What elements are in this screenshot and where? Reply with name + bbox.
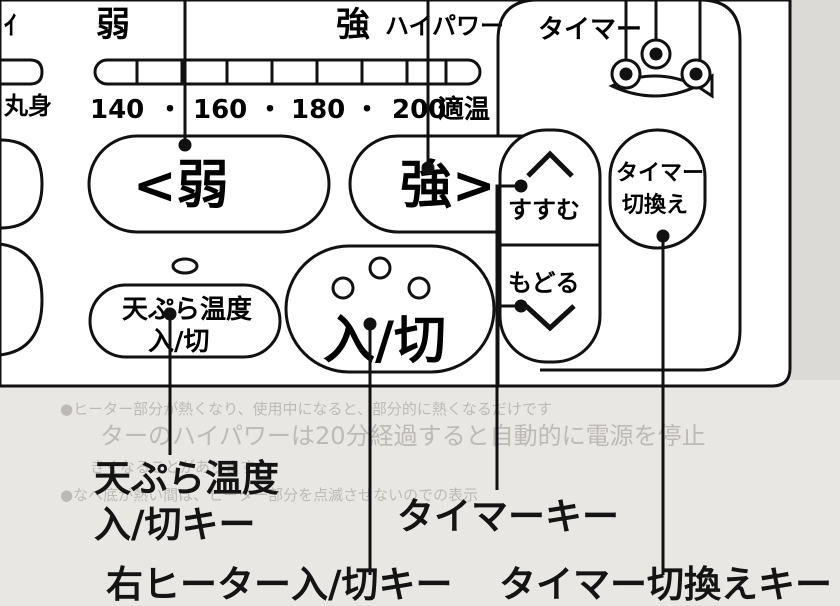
right-heater-key-callout: 右ヒーター入/切キー: [106, 563, 453, 606]
heat-level-indicator: [93, 58, 482, 86]
timer-switch-line2: 切換え: [622, 192, 688, 218]
partial-left-button-2: [0, 242, 44, 357]
timer-switch-button[interactable]: [608, 128, 707, 250]
timer-key-callout: タイマーキー: [397, 495, 619, 538]
weak-button-label: <弱: [133, 156, 229, 216]
strong-button-label: 強>: [400, 156, 496, 216]
timer-switch-key-callout: タイマー切換えキー: [499, 563, 832, 606]
strong-label: 強: [336, 5, 370, 45]
temp-separator: ・: [157, 95, 183, 125]
tempura-button-line2: 入/切: [148, 327, 210, 357]
page-edge: [790, 0, 840, 380]
forward-button-label: すすむ: [508, 196, 580, 224]
chevron-up-icon: [526, 150, 574, 178]
heater-lamps-icon: [331, 256, 431, 300]
temp-separator: ・: [257, 95, 283, 125]
partial-left-label2: 丸身: [3, 92, 52, 120]
background-text-line3: きくなることがあります。: [90, 458, 269, 476]
temp-160: 160: [193, 95, 247, 125]
background-text-line1: ターのハイパワーは20分経過すると自動的に電源を停止: [100, 422, 706, 450]
partial-left-button: [0, 138, 44, 230]
background-manual-text: ターのハイパワーは20分経過すると自動的に電源を停止 ●ヒーター部分が熱くなり、…: [60, 400, 706, 504]
tempura-indicator-lamp: [171, 257, 199, 275]
temp-separator: ・: [354, 95, 380, 125]
onoff-button-label: 入/切: [323, 311, 446, 371]
weak-button[interactable]: [87, 134, 331, 234]
weak-label: 弱: [96, 5, 130, 45]
temp-optimal: 適温: [438, 94, 490, 125]
temp-140: 140: [90, 95, 144, 125]
forward-button[interactable]: すすむ: [508, 150, 580, 224]
high-power-label: ハイパワー: [385, 12, 504, 40]
temperature-scale: 140 ・ 160 ・ 180 ・ 200 適温: [90, 94, 490, 125]
timer-block-outline: [496, 0, 742, 386]
partial-left-label: ｲ: [4, 11, 17, 41]
partial-left-oval: [0, 58, 44, 86]
leader-lines: [163, 0, 702, 575]
right-heater-onoff-button[interactable]: [284, 244, 496, 374]
background-text-line4: ●なべ底が熱い間は、ヒーター部分を点滅させないのでの表示: [60, 486, 478, 504]
background-text-line2: ●ヒーター部分が熱くなり、使用中になると、部分的に熱くなるだけです: [60, 400, 552, 418]
tempura-key-callout-line2: 入/切キー: [94, 503, 256, 546]
timer-switch-line1: タイマー: [616, 161, 704, 186]
tempura-temp-button[interactable]: [88, 283, 282, 359]
back-button-label: もどる: [508, 269, 580, 297]
temp-180: 180: [291, 95, 345, 125]
back-button[interactable]: もどる: [508, 269, 580, 332]
tempura-button-line1: 天ぷら温度: [122, 294, 252, 325]
chevron-down-icon: [524, 304, 576, 332]
leader-timer-up: [495, 184, 521, 490]
temp-200: 200: [392, 95, 446, 125]
tempura-key-callout-line1: 天ぷら温度: [94, 457, 279, 500]
